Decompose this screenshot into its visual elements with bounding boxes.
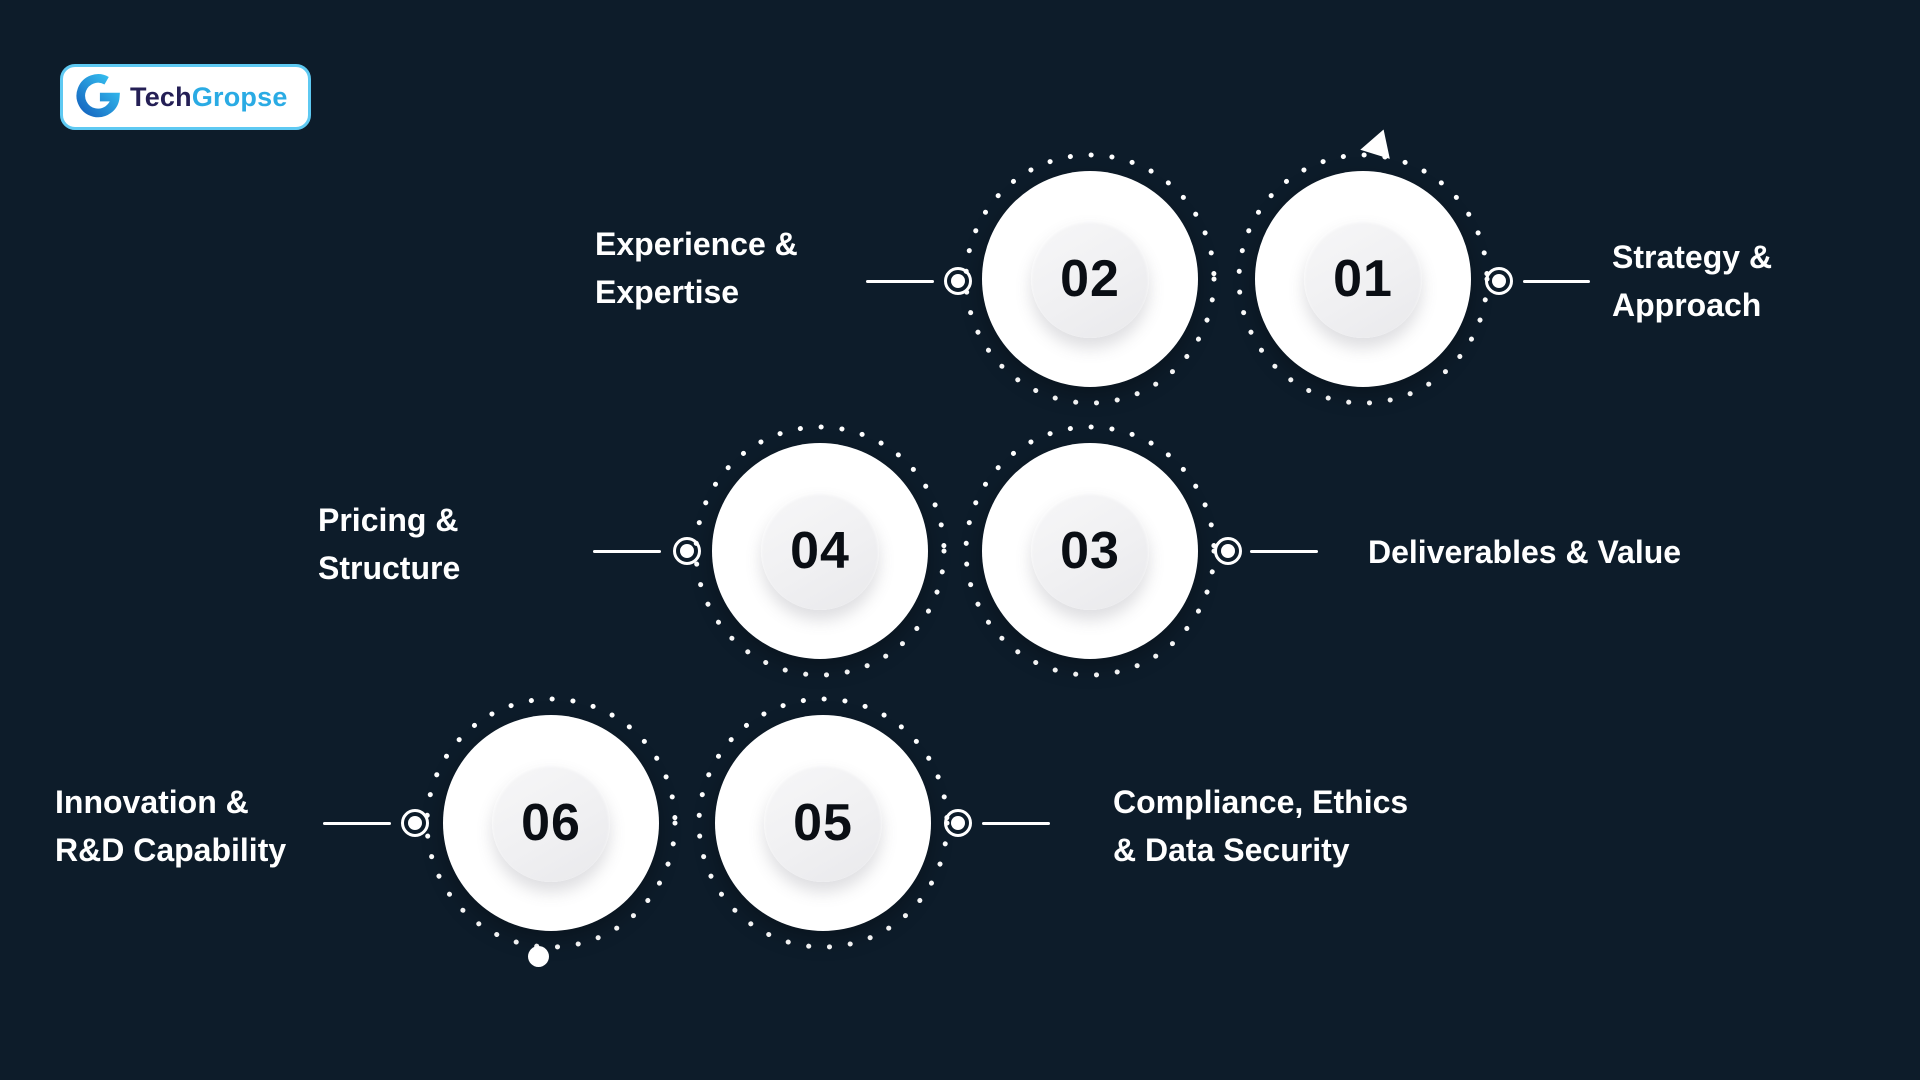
step-label-05: Compliance, Ethics & Data Security xyxy=(1113,778,1408,874)
step-number: 04 xyxy=(790,522,850,580)
brand-name: TechGropse xyxy=(130,82,288,113)
connector-line xyxy=(323,822,391,825)
step-label-02: Experience & Expertise xyxy=(595,220,798,316)
step-circle: 02 xyxy=(982,171,1198,387)
marker-dot xyxy=(951,816,965,830)
connector-line xyxy=(866,280,934,283)
label-line: Expertise xyxy=(595,274,740,310)
brand-name-dark: Tech xyxy=(130,81,192,112)
connector-marker-icon xyxy=(401,809,429,837)
label-line: Strategy & xyxy=(1612,239,1773,275)
dotted-ring-icon xyxy=(424,696,678,950)
connector-marker-icon xyxy=(673,537,701,565)
marker-dot xyxy=(680,544,694,558)
connector-line xyxy=(593,550,661,553)
step-node-04: 04 xyxy=(693,424,947,678)
step-number: 01 xyxy=(1333,250,1393,308)
connector-line xyxy=(1250,550,1318,553)
dotted-ring-icon xyxy=(693,424,947,678)
marker-dot xyxy=(1492,274,1506,288)
label-line: Structure xyxy=(318,550,461,586)
label-line: & Data Security xyxy=(1113,832,1350,868)
marker-dot xyxy=(1221,544,1235,558)
step-circle: 05 xyxy=(715,715,931,931)
step-circle: 04 xyxy=(712,443,928,659)
label-line: Compliance, Ethics xyxy=(1113,784,1409,820)
step-circle: 06 xyxy=(443,715,659,931)
label-line: Approach xyxy=(1612,287,1762,323)
step-number-circle: 03 xyxy=(1031,492,1149,610)
connector-line xyxy=(982,822,1050,825)
step-number: 05 xyxy=(793,794,853,852)
step-number-circle: 02 xyxy=(1031,220,1149,338)
step-number-circle: 01 xyxy=(1304,220,1422,338)
step-number-circle: 05 xyxy=(764,764,882,882)
connector-line xyxy=(1523,280,1590,283)
label-line: R&D Capability xyxy=(55,832,287,868)
label-line: Experience & xyxy=(595,226,798,262)
step-circle: 03 xyxy=(982,443,1198,659)
step-node-06: 06 xyxy=(424,696,678,950)
step-number: 06 xyxy=(521,794,581,852)
step-label-06: Innovation & R&D Capability xyxy=(55,778,286,874)
step-number-circle: 06 xyxy=(492,764,610,882)
brand-logo: TechGropse xyxy=(60,64,311,130)
label-line: Pricing & xyxy=(318,502,459,538)
step-label-01: Strategy & Approach xyxy=(1612,233,1772,329)
step-number-circle: 04 xyxy=(761,492,879,610)
step-circle: 01 xyxy=(1255,171,1471,387)
step-label-04: Pricing & Structure xyxy=(318,496,460,592)
dotted-ring-icon xyxy=(963,152,1217,406)
brand-name-light: Gropse xyxy=(191,81,288,112)
step-node-02: 02 xyxy=(963,152,1217,406)
marker-dot xyxy=(951,274,965,288)
techgropse-g-icon xyxy=(76,74,120,118)
step-node-03: 03 xyxy=(963,424,1217,678)
step-label-03: Deliverables & Value xyxy=(1368,528,1681,576)
accent-dot-icon xyxy=(528,946,549,967)
label-line: Deliverables & Value xyxy=(1368,534,1682,570)
connector-marker-icon xyxy=(1214,537,1242,565)
connector-marker-icon xyxy=(944,809,972,837)
connector-marker-icon xyxy=(944,267,972,295)
step-node-05: 05 xyxy=(696,696,950,950)
step-number: 02 xyxy=(1060,250,1120,308)
step-number: 03 xyxy=(1060,522,1120,580)
step-node-01: 01 xyxy=(1236,152,1490,406)
label-line: Innovation & xyxy=(55,784,249,820)
marker-dot xyxy=(408,816,422,830)
connector-marker-icon xyxy=(1485,267,1513,295)
